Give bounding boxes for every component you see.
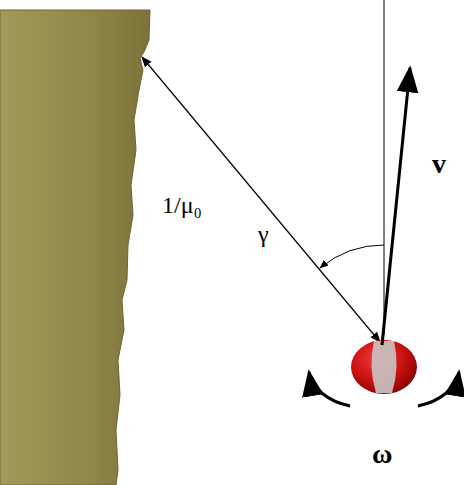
angle-label: γ xyxy=(258,222,269,246)
rotation-arrow xyxy=(309,372,350,406)
rotation-arrow xyxy=(418,372,459,406)
vertical-reference xyxy=(384,0,385,335)
cliff xyxy=(0,10,150,485)
velocity-arrow xyxy=(382,68,410,345)
ball xyxy=(351,340,417,394)
distance-label: 1/μ₀ xyxy=(162,193,202,217)
angle-arc xyxy=(320,245,384,268)
velocity-label: v xyxy=(432,150,446,178)
angular-velocity-label: ω xyxy=(372,440,392,468)
distance-arrow xyxy=(142,57,380,342)
